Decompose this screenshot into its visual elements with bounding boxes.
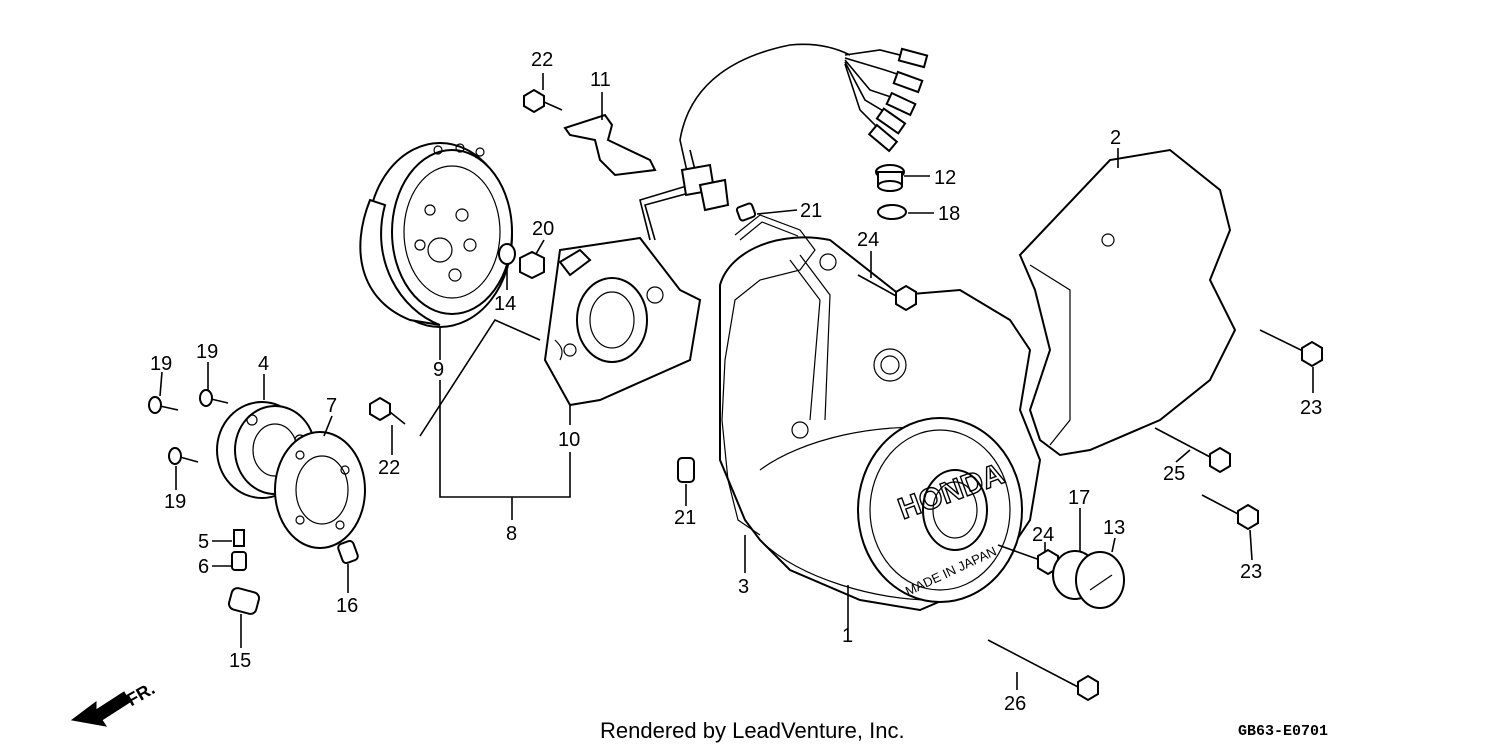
label-7: 7	[326, 395, 337, 417]
label-22-lower: 22	[378, 457, 400, 479]
label-23-upper: 23	[1300, 397, 1322, 419]
label-17: 17	[1068, 487, 1090, 509]
label-21-top: 21	[800, 200, 822, 222]
stator-part	[543, 236, 702, 407]
flywheel-part	[359, 142, 513, 328]
label-14: 14	[494, 293, 516, 315]
oring-18	[877, 204, 907, 220]
label-16: 16	[336, 595, 358, 617]
label-3: 3	[738, 576, 749, 598]
front-direction-label: FR.	[123, 678, 158, 710]
label-19-c: 19	[164, 491, 186, 513]
label-4: 4	[258, 353, 269, 375]
plunger-6	[231, 551, 247, 571]
label-6: 6	[198, 556, 209, 578]
label-2: 2	[1110, 127, 1121, 149]
render-credit: Rendered by LeadVenture, Inc.	[600, 718, 905, 743]
bolt-24-upper	[857, 274, 917, 312]
label-24-top: 24	[857, 229, 879, 251]
cap-13	[1075, 551, 1125, 609]
label-8: 8	[506, 523, 517, 545]
front-direction-indicator: FR.	[70, 678, 158, 727]
label-24-lower: 24	[1032, 524, 1054, 546]
bolt-22-lower	[369, 396, 406, 425]
plug-12	[875, 164, 905, 192]
spring-5	[233, 529, 245, 547]
label-20: 20	[532, 218, 554, 240]
bolt-25	[1154, 427, 1231, 474]
diagram-code: GB63-E0701	[1238, 723, 1328, 740]
label-19-b: 19	[196, 341, 218, 363]
bolt-19-b	[199, 389, 229, 407]
bolt-22-top	[523, 88, 563, 114]
label-9: 9	[433, 359, 444, 381]
plate-part	[274, 431, 366, 549]
label-18: 18	[938, 203, 960, 225]
bolt-26	[987, 639, 1099, 702]
roller-15	[227, 587, 261, 615]
label-15: 15	[229, 650, 251, 672]
label-10: 10	[558, 429, 580, 451]
label-25: 25	[1163, 463, 1185, 485]
small-parts	[148, 88, 1323, 702]
label-13: 13	[1103, 517, 1125, 539]
wire-harness	[639, 43, 929, 241]
clamp-11	[563, 113, 657, 177]
crankcase-cover-part: HONDA MADE IN JAPAN	[719, 236, 1042, 612]
gasket-part	[721, 214, 816, 536]
dowel-21-upper	[735, 202, 757, 222]
washer-14	[498, 243, 516, 265]
front-arrow-icon	[70, 691, 131, 727]
nut-20	[519, 250, 545, 280]
dowel-21-lower	[677, 457, 695, 483]
label-11: 11	[590, 69, 611, 91]
label-26: 26	[1004, 693, 1026, 715]
label-22-top: 22	[531, 49, 553, 71]
pin-16	[337, 539, 359, 565]
bolt-19-a	[148, 396, 179, 414]
label-1: 1	[842, 625, 853, 647]
bolt-19-c	[168, 447, 199, 465]
bolt-23-lower	[1201, 494, 1259, 531]
leader-lines	[159, 73, 1314, 690]
label-19-a: 19	[150, 353, 172, 375]
sprocket-cover-part	[1018, 148, 1237, 457]
callout-labels: 22 11 2 12 18 21 24 20 14 9 10 8 22 4 7 …	[150, 49, 1322, 715]
label-12: 12	[934, 167, 956, 189]
label-21-lower: 21	[674, 507, 696, 529]
label-23-lower: 23	[1240, 561, 1262, 583]
bolt-23-upper	[1259, 329, 1323, 368]
label-5: 5	[198, 531, 209, 553]
